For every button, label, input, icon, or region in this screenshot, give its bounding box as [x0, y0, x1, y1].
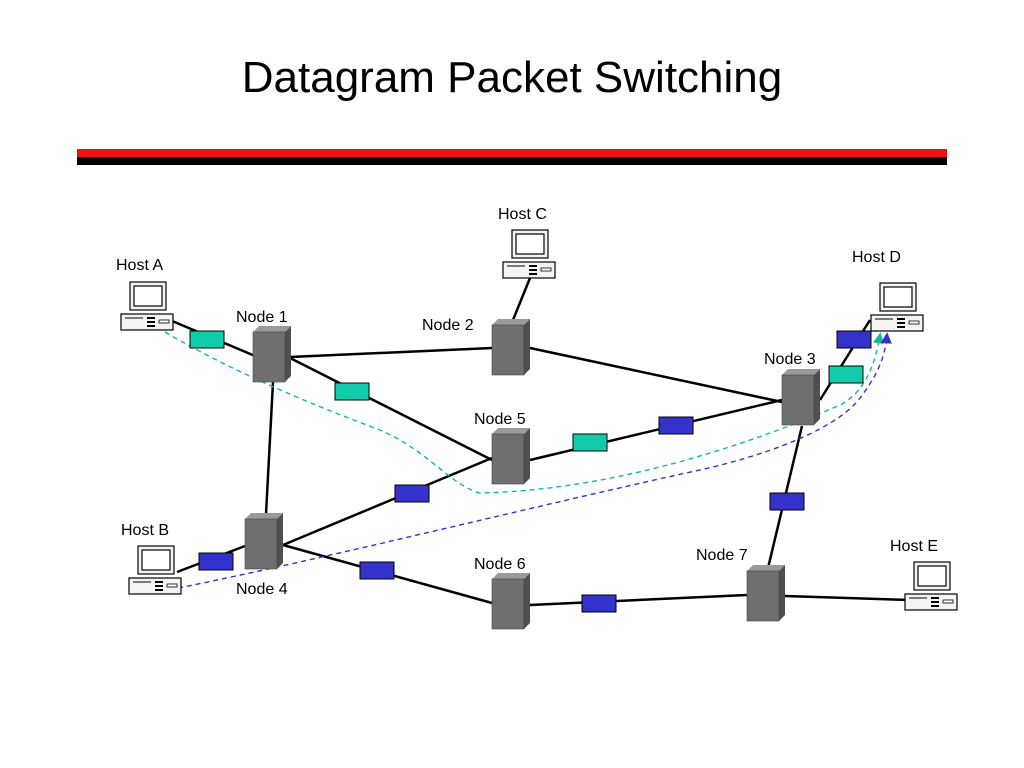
packets	[189, 330, 872, 613]
packet-blue	[769, 492, 805, 511]
packet-green	[189, 330, 225, 349]
host-c-label: Host C	[498, 206, 547, 223]
node-3	[781, 368, 821, 426]
packet-blue	[394, 484, 430, 503]
packet-blue	[359, 561, 395, 580]
link-node-4-node-5	[282, 456, 493, 547]
host-a-label: Host A	[116, 257, 163, 274]
node-7-label: Node 7	[696, 547, 748, 564]
host-a-computer-icon	[120, 281, 174, 331]
title-rule-black	[77, 157, 947, 165]
host-d-computer-icon	[870, 282, 924, 332]
slide-title: Datagram Packet Switching	[241, 53, 783, 102]
packet-green	[572, 433, 608, 452]
link-node-1-node-4	[264, 381, 275, 515]
packet-blue	[581, 594, 617, 613]
node-1	[252, 325, 292, 383]
host-b-label: Host B	[121, 522, 169, 539]
node-4	[244, 512, 284, 570]
link-node-1-node-2	[289, 346, 493, 359]
packet-green	[334, 382, 370, 401]
labels: Host A Host B Host C Host D Host E Node …	[116, 206, 938, 598]
host-e-computer-icon	[904, 561, 958, 611]
link-host-e-node-7	[784, 594, 911, 602]
link-node-5-node-3	[529, 398, 783, 462]
node-1-label: Node 1	[236, 309, 288, 326]
node-6-label: Node 6	[474, 556, 526, 573]
link-node-6-node-7	[529, 593, 748, 607]
host-d-label: Host D	[852, 249, 901, 266]
packet-green	[828, 365, 864, 384]
packet-blue	[836, 330, 872, 349]
links	[164, 277, 911, 607]
node-6	[491, 572, 531, 630]
title-rule-red	[77, 149, 947, 157]
node-7	[746, 564, 786, 622]
node-5	[491, 427, 531, 485]
route-path-green	[164, 331, 885, 494]
host-b-computer-icon	[128, 545, 182, 595]
link-host-c-node-2	[511, 277, 532, 321]
route-path-blue	[177, 332, 892, 589]
link-node-2-node-3	[529, 346, 783, 404]
host-e-label: Host E	[890, 538, 938, 555]
node-2	[491, 318, 531, 376]
node-5-label: Node 5	[474, 411, 526, 428]
link-node-1-node-5	[289, 356, 493, 462]
packet-blue	[658, 416, 694, 435]
node-4-label: Node 4	[236, 581, 288, 598]
node-2-label: Node 2	[422, 317, 474, 334]
packet-blue	[198, 552, 234, 571]
host-c-computer-icon	[502, 229, 556, 279]
node-3-label: Node 3	[764, 351, 816, 368]
